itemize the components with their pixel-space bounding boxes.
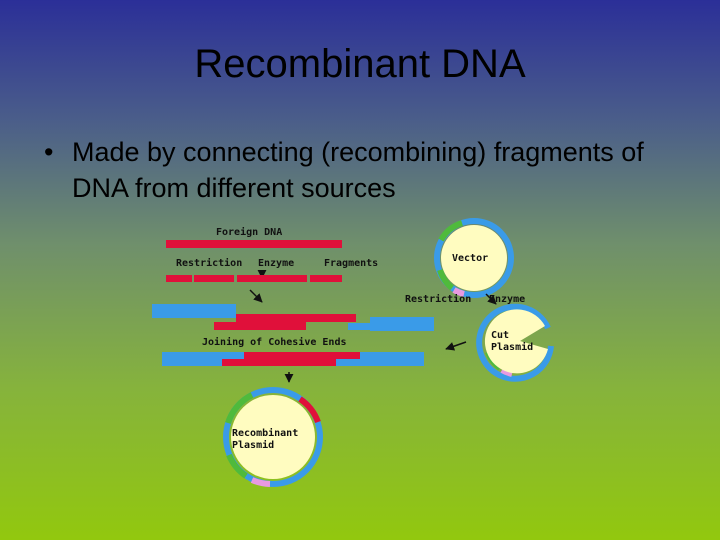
enzyme-label-1: Enzyme	[258, 258, 294, 269]
cut-plasmid: Cut Plasmid	[476, 303, 554, 382]
vector-label: Vector	[452, 253, 488, 264]
plasmid-ring	[434, 218, 514, 298]
dna-fragments	[166, 275, 342, 282]
fragment	[194, 275, 234, 282]
foreign-dna-strand	[166, 240, 342, 248]
recombinant-plasmid: Recombinant Plasmid	[223, 387, 323, 487]
fragment	[237, 275, 307, 282]
cohesive-ends-alignment	[152, 304, 434, 331]
fragments-label: Fragments	[324, 258, 378, 269]
fragment	[166, 275, 192, 282]
down-arrow-icon	[249, 289, 263, 303]
plasmid-ring	[223, 387, 323, 487]
restriction-label-1: Restriction	[176, 257, 242, 269]
plasmid-interior	[484, 309, 548, 374]
foreign-strand	[244, 352, 360, 359]
restriction-label-2: Restriction	[405, 293, 471, 305]
foreign-fragment	[214, 322, 306, 330]
bullet-text: Made by connecting (recombining) fragmen…	[72, 137, 644, 203]
plasmid-interior	[441, 225, 507, 291]
vector-strand	[336, 359, 360, 366]
ring-segment	[250, 477, 271, 487]
ring-segment	[500, 367, 513, 377]
recombinant-label: Recombinant	[232, 427, 298, 439]
ring-segment	[225, 392, 254, 425]
foreign-insert-segment	[298, 396, 321, 424]
foreign-dna-label: Foreign DNA	[216, 226, 282, 238]
joined-dna	[162, 352, 424, 366]
ring-segment	[452, 287, 465, 297]
enzyme-label-2: Enzyme	[489, 294, 525, 305]
left-arrow-icon	[445, 341, 467, 351]
plasmid-ring	[476, 303, 554, 382]
vector-end	[370, 317, 434, 331]
recombinant-plasmid-label: Plasmid	[232, 439, 274, 451]
cut-label: Cut	[491, 330, 509, 341]
foreign-fragment	[236, 314, 356, 322]
plasmid-label: Plasmid	[491, 341, 533, 353]
bullet-point: • Made by connecting (recombining) fragm…	[44, 134, 684, 206]
ring-segment	[438, 220, 464, 242]
foreign-strand	[222, 359, 336, 366]
vector-end	[152, 304, 236, 318]
slide-title: Recombinant DNA	[194, 42, 526, 86]
vector-plasmid: Vector	[434, 218, 514, 298]
joining-label: Joining of Cohesive Ends	[202, 336, 347, 348]
plasmid-interior	[231, 395, 315, 479]
down-arrow-icon	[485, 293, 497, 305]
ring-segment	[437, 268, 455, 291]
fragment	[310, 275, 342, 282]
vector-strand	[360, 352, 424, 366]
ring-segment	[226, 453, 248, 479]
vector-end	[348, 323, 370, 330]
bullet-marker: •	[44, 137, 54, 167]
